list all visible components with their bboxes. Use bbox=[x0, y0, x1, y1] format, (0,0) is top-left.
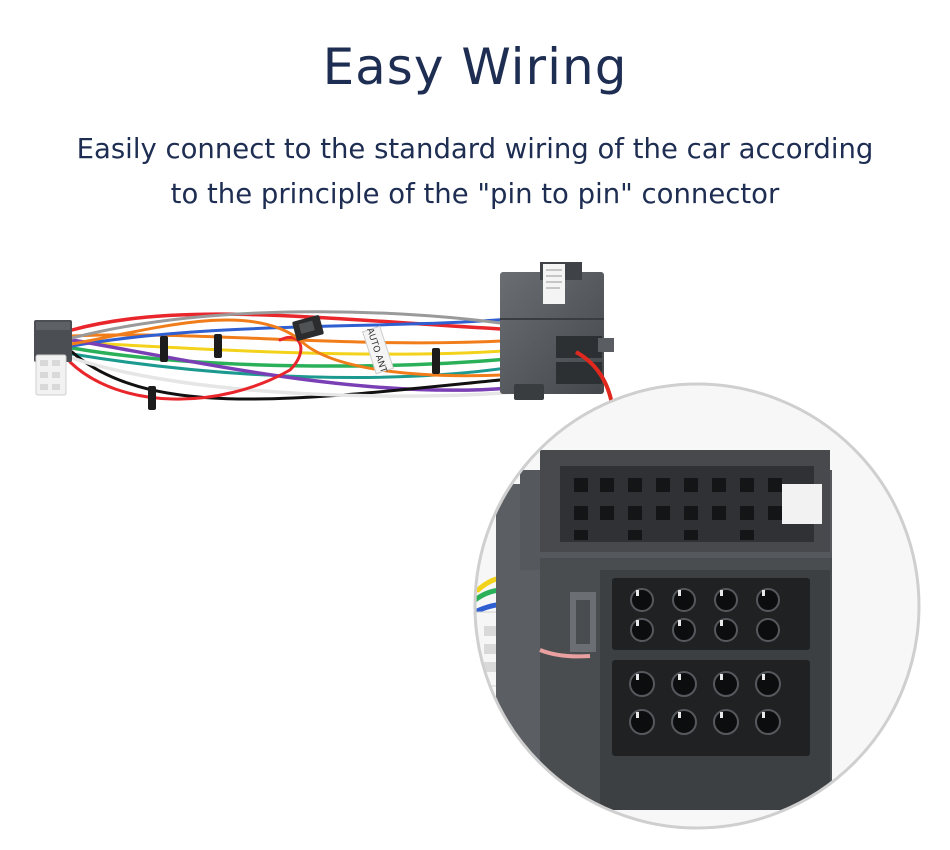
subtitle-line-1: Easily connect to the standard wiring of… bbox=[76, 133, 874, 165]
page-subtitle: Easily connect to the standard wiring of… bbox=[0, 127, 950, 217]
harness-wire bbox=[70, 310, 522, 340]
subtitle-line-2: to the principle of the "pin to pin" con… bbox=[170, 178, 780, 210]
small-black-plug bbox=[292, 315, 324, 341]
harness-wire bbox=[70, 356, 517, 398]
harness-wire bbox=[70, 312, 522, 332]
wiring-harness: AUTO ANT bbox=[34, 262, 614, 410]
iso-connector bbox=[500, 262, 614, 400]
connector-closeup-callout bbox=[473, 382, 921, 830]
harness-wire bbox=[68, 335, 303, 401]
cable-ties bbox=[148, 334, 440, 410]
left-plug-connector bbox=[34, 320, 72, 396]
harness-wire bbox=[70, 340, 522, 356]
harness-wire bbox=[70, 352, 522, 379]
harness-wire bbox=[70, 350, 502, 401]
page-title: Easy Wiring bbox=[322, 38, 628, 96]
